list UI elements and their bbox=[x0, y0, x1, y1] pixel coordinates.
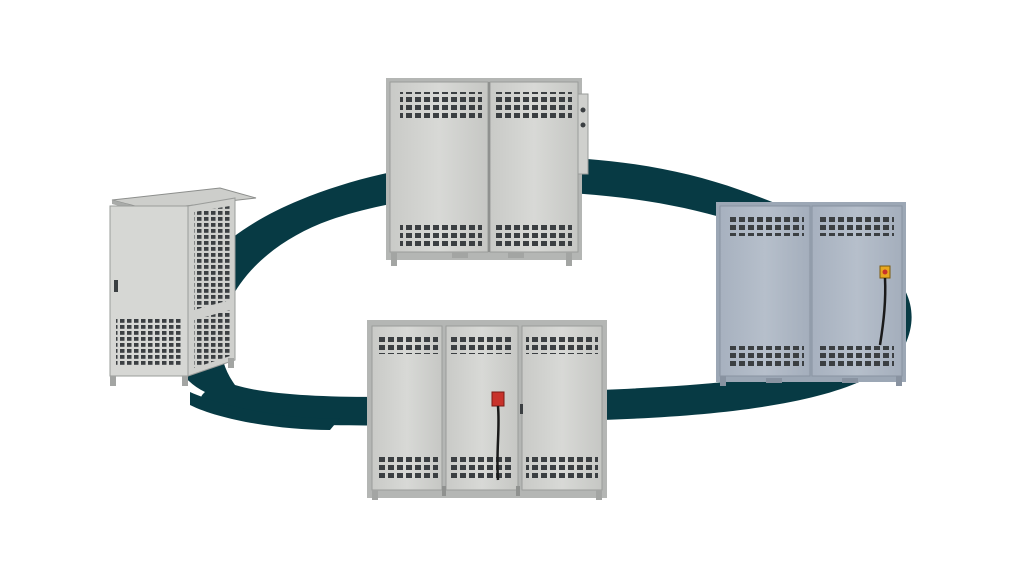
cabinet-left-canopy bbox=[109, 187, 257, 386]
cabinet-right-blue bbox=[716, 202, 906, 386]
cabinet-top-double-door bbox=[386, 78, 589, 266]
cabinet-bottom-triple-door bbox=[367, 320, 607, 500]
ring-swoosh bbox=[170, 157, 912, 430]
